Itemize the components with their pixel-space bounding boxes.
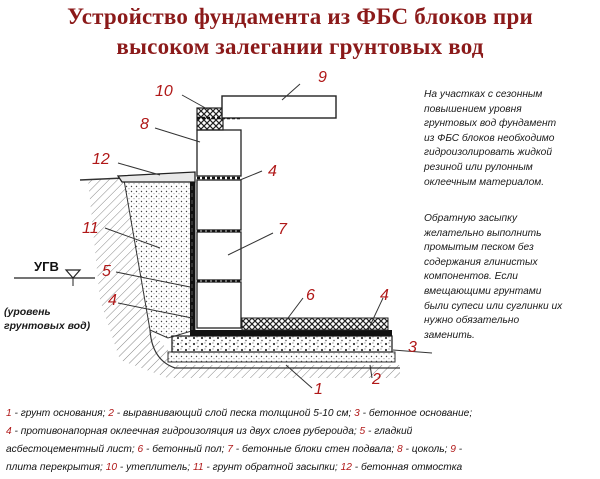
legend-text: - [455, 444, 463, 455]
note1-line: повышением уровня [424, 103, 522, 115]
legend-num: 9 [450, 444, 456, 455]
label-12: 12 [92, 151, 110, 168]
legend-text: асбестоцементный лист; [6, 444, 138, 455]
legend-num: 12 [340, 462, 352, 473]
legend-text: - бетонное основание; [359, 408, 473, 419]
label-2: 2 [371, 371, 381, 388]
label-8: 8 [140, 116, 149, 133]
legend-num: 6 [137, 444, 144, 455]
note1-line: резиной или рулонным [424, 161, 533, 173]
concrete-floor [241, 317, 389, 331]
legend-text: - выравнивающий слой песка толщиной 5-10… [113, 408, 355, 419]
wall-block-2 [196, 231, 242, 281]
wall-block-1 [196, 179, 242, 231]
legend-text: плита перекрытия; [6, 462, 106, 473]
legend-text: - гладкий [365, 426, 413, 437]
ugv-caption-line-2: грунтовых вод) [4, 320, 91, 332]
note2-line: вмещающими грунтами [424, 285, 542, 297]
legend-text: - бетонная отмостка [351, 462, 463, 473]
note2-line: были супеси или суглинки их [424, 300, 563, 312]
legend-line-4: плита перекрытия; 10 - утеплитель; 11 - … [6, 459, 598, 477]
legend-text: - грунт основания; [11, 408, 109, 419]
leader-lines [104, 83, 433, 389]
note1-line: На участках с сезонным [424, 89, 543, 100]
label-4-left: 4 [108, 292, 117, 309]
note2-line: содержания глинистых [424, 256, 538, 268]
legend-num: 10 [105, 462, 118, 473]
label-9: 9 [318, 69, 327, 86]
legend-num: 4 [6, 426, 12, 437]
legend-num: 1 [6, 408, 12, 419]
label-4-right: 4 [380, 287, 389, 304]
title-line-1: Устройство фундамента из ФБС блоков при [67, 4, 533, 29]
label-5: 5 [102, 263, 111, 280]
label-6: 6 [306, 287, 315, 304]
legend-text: - противонапорная оклеечная гидроизоляци… [11, 426, 360, 437]
note2-line: заменить. [424, 329, 475, 341]
legend-text: - утеплитель; [117, 462, 193, 473]
note1-line: оклеечным материалом. [424, 176, 545, 188]
note-backfill: Обратную засыпку желательно выполнить пр… [424, 212, 562, 343]
concrete-base [171, 335, 393, 353]
ground-base [88, 178, 400, 378]
legend-num: 11 [192, 462, 204, 473]
legend-line-3: асбестоцементный лист; 6 - бетонный пол;… [6, 441, 598, 459]
label-4-top: 4 [268, 163, 277, 180]
title-line-2: высоком залегании грунтовых вод [116, 34, 484, 59]
label-7: 7 [278, 221, 288, 238]
note1-line: из ФБС блоков необходимо [424, 132, 555, 144]
diagram-title: Устройство фундамента из ФБС блоков при … [0, 2, 600, 62]
label-11: 11 [82, 220, 99, 237]
label-3: 3 [408, 339, 417, 356]
wall-block-3 [196, 281, 242, 329]
ugv-triangle [64, 269, 82, 279]
note2-line: желательно выполнить [424, 227, 542, 239]
legend-num: 2 [108, 408, 114, 419]
ugv-label: УГВ [34, 259, 59, 274]
legend-text: - бетонный пол; [143, 444, 228, 455]
legend-num: 3 [354, 408, 360, 419]
ugv-caption-line-1: (уровень [4, 306, 51, 318]
legend: 1 - грунт основания; 2 - выравнивающий с… [6, 405, 598, 477]
legend-line-2: 4 - противонапорная оклеечная гидроизоля… [6, 423, 598, 441]
legend-text: - бетонные блоки стен подвала; [232, 444, 398, 455]
legend-text: - грунт обратной засыпки; [203, 462, 341, 473]
floor-slab [221, 95, 337, 119]
label-1: 1 [314, 381, 323, 398]
note2-line: промытым песком без [424, 242, 534, 254]
legend-num: 8 [397, 444, 403, 455]
note1-line: гидроизолировать жидкой [424, 147, 553, 159]
legend-text: - цоколь; [402, 444, 451, 455]
legend-line-1: 1 - грунт основания; 2 - выравнивающий с… [6, 405, 598, 423]
plinth-block [196, 129, 242, 177]
note2-line: Обратную засыпку [424, 213, 518, 224]
label-10: 10 [155, 83, 173, 100]
legend-num: 7 [227, 444, 233, 455]
note1-line: грунтовых вод фундамент [424, 118, 557, 130]
note-waterproofing: На участках с сезонным повышением уровня… [424, 88, 556, 190]
ground-base-bottom [149, 329, 400, 369]
note2-line: нужно обязательно [424, 315, 520, 327]
ground-surface-line [79, 177, 125, 181]
sand-layer [167, 351, 396, 363]
ugv-caption: (уровень грунтовых вод) [4, 305, 90, 333]
legend-num: 5 [359, 426, 366, 437]
note2-line: компонентов. Если [424, 271, 518, 283]
